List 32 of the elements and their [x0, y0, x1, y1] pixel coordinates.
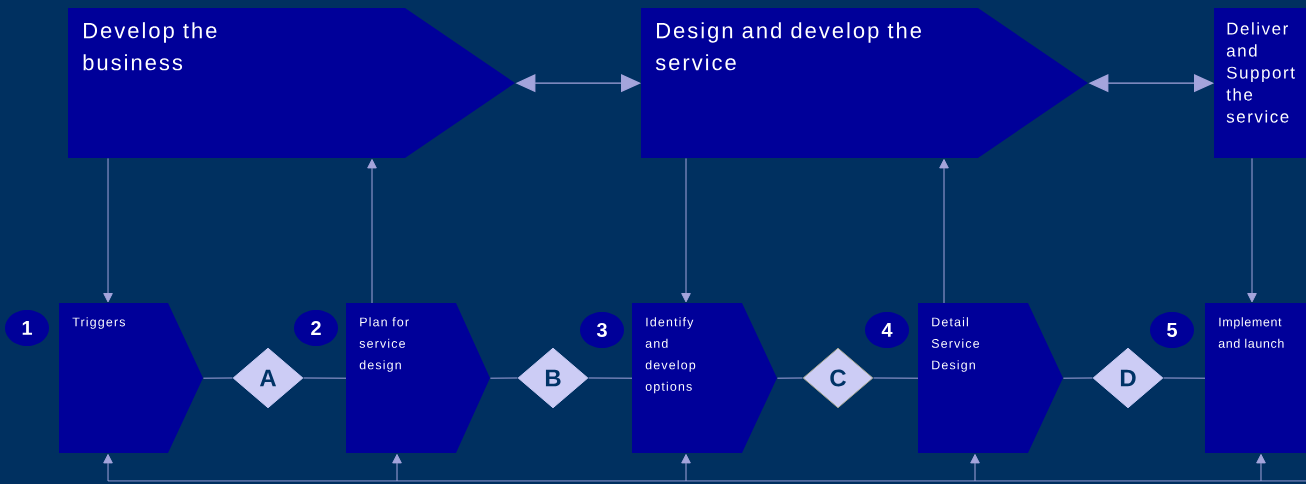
- number-badge: 5: [1150, 312, 1194, 348]
- number-badge: 4: [865, 312, 909, 348]
- process-box: Plan for service design: [346, 303, 490, 453]
- process-box: Detail Service Design: [918, 303, 1063, 453]
- number-badge: 1: [5, 310, 49, 346]
- connector-line: [873, 377, 919, 379]
- arrow: [1247, 157, 1257, 303]
- connector-line: [1163, 377, 1206, 379]
- number-badge: 2: [294, 310, 338, 346]
- connector-line: [588, 377, 633, 379]
- arrow: [939, 159, 949, 304]
- feedback-line: [107, 480, 1306, 482]
- process-box: Triggers: [59, 303, 203, 453]
- arrow: [103, 454, 113, 482]
- arrow: [970, 454, 980, 482]
- phase-box: Design and develop the service: [641, 8, 1088, 158]
- connector-line: [489, 377, 518, 379]
- arrow: [367, 159, 377, 304]
- process-box: Implement and launch: [1205, 303, 1306, 453]
- arrow: [1256, 454, 1266, 482]
- phase-box: Develop the business: [68, 8, 515, 158]
- process-box: Identify and develop options: [632, 303, 777, 453]
- connector-line: [303, 377, 347, 379]
- number-badge: 3: [580, 312, 624, 348]
- arrow: [392, 454, 402, 482]
- arrow: [103, 157, 113, 303]
- connector-line: [1062, 377, 1093, 379]
- phase-box: Deliver and Support the service: [1214, 8, 1306, 158]
- arrow: [681, 157, 691, 303]
- connector-line: [776, 377, 803, 379]
- arrow: [681, 454, 691, 482]
- connector-line: [202, 377, 233, 379]
